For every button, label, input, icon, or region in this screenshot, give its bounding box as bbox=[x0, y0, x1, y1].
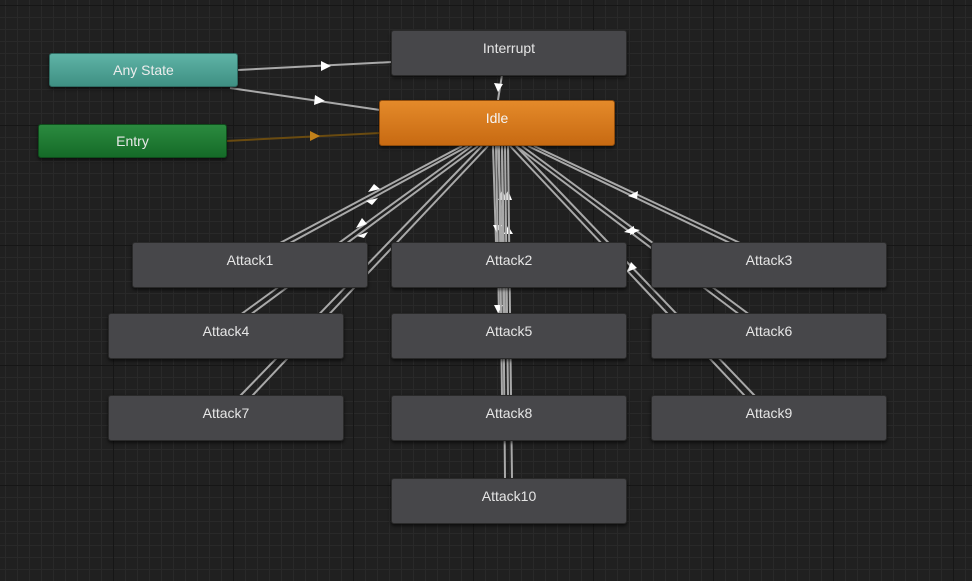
state-node-idle[interactable]: Idle bbox=[379, 100, 615, 146]
state-node-attack2[interactable]: Attack2 bbox=[391, 242, 627, 288]
state-node-attack4[interactable]: Attack4 bbox=[108, 313, 344, 359]
state-node-attack10[interactable]: Attack10 bbox=[391, 478, 627, 524]
transition-idle-attack3[interactable] bbox=[527, 145, 741, 244]
state-node-attack5[interactable]: Attack5 bbox=[391, 313, 627, 359]
state-node-attack3[interactable]: Attack3 bbox=[651, 242, 887, 288]
state-node-attack1[interactable]: Attack1 bbox=[132, 242, 368, 288]
any-state-node[interactable]: Any State bbox=[49, 53, 238, 87]
transition-entry-idle[interactable] bbox=[225, 131, 381, 142]
transition-idle-attack1[interactable] bbox=[279, 145, 469, 244]
transition-idle-attack4[interactable] bbox=[239, 145, 479, 316]
state-node-interrupt[interactable]: Interrupt bbox=[391, 30, 627, 76]
state-node-attack9[interactable]: Attack9 bbox=[651, 395, 887, 441]
entry-node[interactable]: Entry bbox=[38, 124, 227, 158]
transition-anystate-idle[interactable] bbox=[229, 87, 381, 111]
transition-interrupt-idle[interactable] bbox=[494, 74, 503, 101]
state-node-attack6[interactable]: Attack6 bbox=[651, 313, 887, 359]
state-node-attack7[interactable]: Attack7 bbox=[108, 395, 344, 441]
transition-anystate-interrupt[interactable] bbox=[237, 61, 393, 71]
state-node-attack8[interactable]: Attack8 bbox=[391, 395, 627, 441]
